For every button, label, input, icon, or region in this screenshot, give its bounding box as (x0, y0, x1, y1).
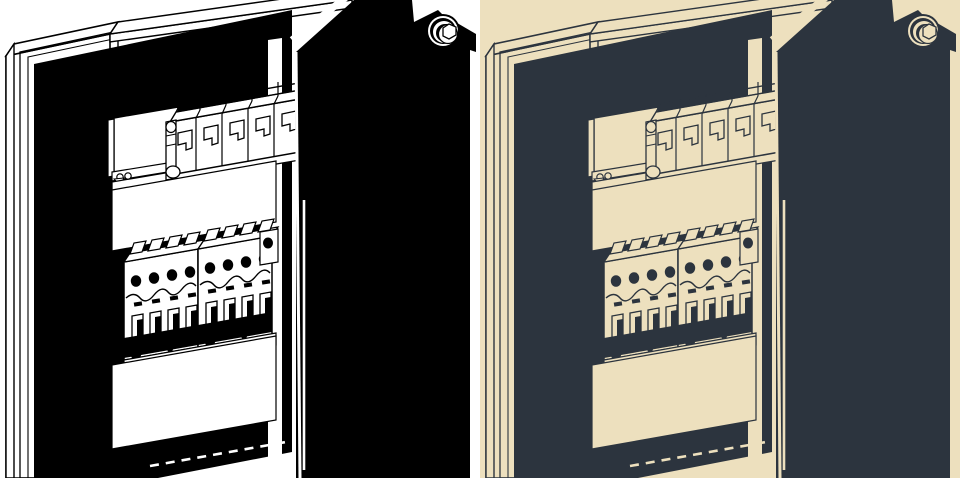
hex-head (442, 23, 457, 40)
bottom-dashed-seam-line (629, 440, 767, 468)
left-instrument-plate (107, 106, 181, 186)
hex-bolt-door-lock[interactable] (906, 14, 956, 52)
lower-blanking-cover (111, 335, 277, 450)
partial-block-right (259, 228, 279, 266)
hinged-door-open-right[interactable] (769, 0, 950, 478)
four-pole-contactor-block-a[interactable] (122, 231, 206, 366)
four-pole-contactor-block-a[interactable] (602, 231, 686, 366)
four-pole-contactor-block-b[interactable] (676, 218, 760, 353)
panel-duotone (480, 0, 960, 478)
left-instrument-plate (587, 106, 661, 186)
hex-head (922, 23, 937, 40)
bottom-light-wedge (158, 452, 292, 478)
bottom-light-wedge (638, 452, 772, 478)
hex-bolt-door-lock[interactable] (426, 14, 476, 52)
panel-monochrome (4, 0, 476, 478)
hinged-door-open-right[interactable] (289, 0, 470, 478)
breaker-row-end-cap (645, 119, 661, 181)
lower-blanking-cover (591, 335, 757, 450)
partial-block-right (739, 228, 759, 266)
breaker-row-end-cap (165, 119, 181, 181)
cabinet-illustration-right (480, 0, 960, 478)
cabinet-illustration-left (4, 0, 476, 478)
bottom-dashed-seam-line (149, 440, 287, 468)
four-pole-contactor-block-b[interactable] (196, 218, 280, 353)
